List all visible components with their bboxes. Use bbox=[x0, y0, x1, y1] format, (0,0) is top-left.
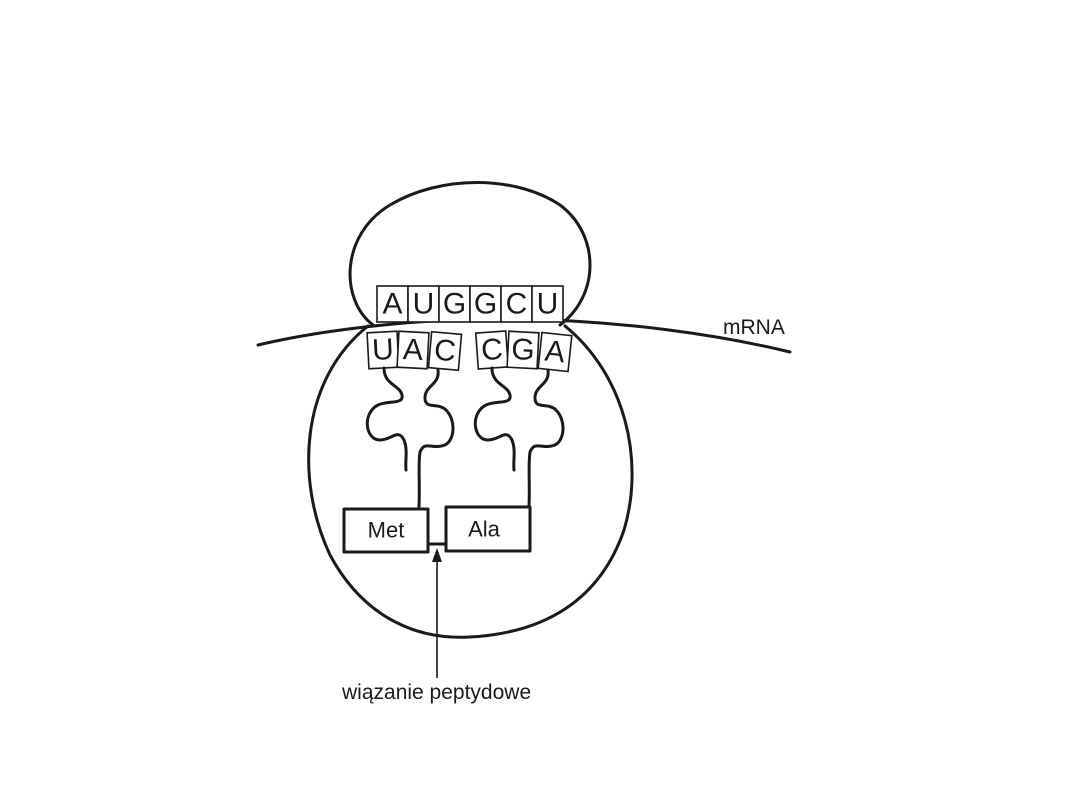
svg-text:G: G bbox=[474, 288, 497, 321]
svg-text:A: A bbox=[382, 288, 402, 321]
amino-acid-met: Met bbox=[342, 507, 430, 554]
mrna-label: mRNA bbox=[723, 316, 785, 339]
svg-text:C: C bbox=[433, 334, 457, 369]
arrowhead-icon bbox=[432, 548, 442, 562]
svg-text:U: U bbox=[371, 333, 394, 367]
svg-text:Ala: Ala bbox=[468, 517, 501, 542]
large-ribosome-subunit bbox=[307, 324, 634, 639]
svg-text:C: C bbox=[480, 333, 504, 367]
svg-text:A: A bbox=[543, 335, 566, 370]
small-ribosome-subunit bbox=[348, 181, 592, 327]
anticodon-base: U bbox=[366, 330, 400, 370]
anticodon-base: C bbox=[474, 330, 510, 370]
amino-acid-ala: Ala bbox=[444, 505, 532, 553]
peptide-bond-label: wiązanie peptydowe bbox=[341, 681, 531, 704]
anticodon-base: G bbox=[506, 330, 540, 370]
anticodon-base: C bbox=[427, 330, 463, 372]
codon-base-6: U bbox=[531, 285, 564, 323]
codon-base-3: G bbox=[438, 285, 471, 323]
anticodon-base: A bbox=[537, 331, 573, 373]
codon-base-1: A bbox=[376, 285, 409, 323]
anticodon-base: A bbox=[396, 330, 430, 370]
trna-2-anticodon: C G A bbox=[474, 330, 573, 373]
svg-text:G: G bbox=[510, 333, 535, 367]
codon-base-2: U bbox=[407, 285, 440, 323]
codon-row: A U G G C U bbox=[376, 285, 564, 323]
svg-text:Met: Met bbox=[368, 518, 405, 543]
svg-text:U: U bbox=[413, 288, 435, 321]
svg-text:A: A bbox=[402, 333, 424, 367]
svg-text:C: C bbox=[506, 288, 528, 321]
trna-1-anticodon: U A C bbox=[366, 330, 463, 372]
codon-base-5: C bbox=[500, 285, 533, 323]
svg-text:U: U bbox=[537, 288, 559, 321]
trna-2-body bbox=[473, 366, 565, 509]
svg-text:G: G bbox=[443, 288, 466, 321]
trna-1-body bbox=[365, 366, 455, 509]
codon-base-4: G bbox=[469, 285, 502, 323]
